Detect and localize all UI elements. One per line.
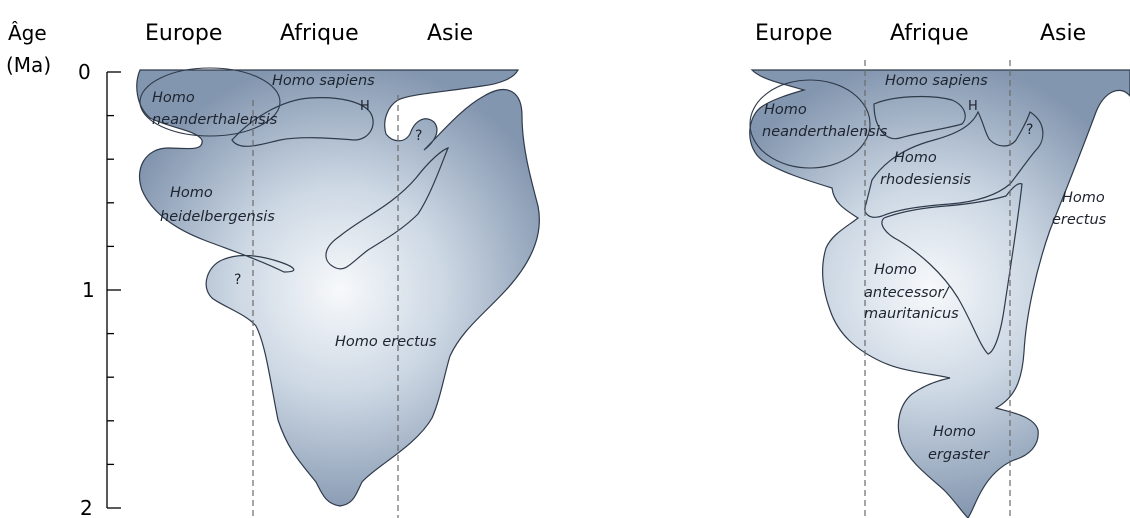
left-marker-h: H — [360, 99, 370, 114]
left-marker-q-europe: ? — [234, 272, 241, 288]
right-label-erectus-1: Homo — [1062, 190, 1105, 206]
right-label-neanderthal-1: Homo — [764, 102, 807, 118]
left-label-neanderthal-2: neanderthalensis — [152, 112, 278, 128]
left-label-sapiens: Homo sapiens — [272, 73, 375, 89]
left-label-erectus: Homo erectus — [335, 334, 437, 350]
right-label-sapiens: Homo sapiens — [885, 73, 988, 89]
right-label-ergaster-2: ergaster — [928, 447, 990, 463]
left-marker-q-asie: ? — [415, 128, 422, 144]
right-marker-h: H — [968, 99, 978, 114]
region-label-asie-right: Asie — [1040, 21, 1086, 46]
tick-label-1: 1 — [82, 278, 95, 302]
region-label-europe-right: Europe — [755, 21, 832, 46]
region-label-europe: Europe — [145, 21, 222, 46]
axis-label-line1: Âge — [8, 21, 47, 45]
region-label-afrique-right: Afrique — [890, 21, 969, 46]
axis-ticks — [107, 72, 121, 508]
left-label-heidelberg-1: Homo — [170, 185, 213, 201]
right-label-antecessor-2: antecessor/ — [864, 285, 951, 301]
right-label-rhodesiensis-1: Homo — [894, 150, 937, 166]
right-label-neanderthal-2: neanderthalensis — [762, 124, 888, 140]
left-label-neanderthal-1: Homo — [152, 90, 195, 106]
region-label-asie: Asie — [427, 21, 473, 46]
left-label-heidelberg-2: heidelbergensis — [160, 209, 275, 225]
right-label-antecessor-3: mauritanicus — [864, 306, 959, 322]
right-label-rhodesiensis-2: rhodesiensis — [880, 172, 971, 188]
tick-label-2: 2 — [80, 496, 93, 518]
right-panel: Europe Afrique Asie Homo sapiens H Homo … — [750, 21, 1130, 518]
right-label-ergaster-1: Homo — [933, 424, 976, 440]
left-panel: Europe Afrique Asie Homo sapiens H Homo … — [137, 21, 540, 518]
right-label-antecessor-1: Homo — [874, 262, 917, 278]
age-axis: Âge (Ma) 0 1 2 — [6, 21, 121, 518]
tick-label-0: 0 — [78, 60, 91, 84]
axis-label-line2: (Ma) — [6, 53, 51, 77]
right-marker-q-asie: ? — [1026, 122, 1033, 138]
right-label-erectus-2: erectus — [1052, 212, 1107, 228]
region-label-afrique: Afrique — [280, 21, 359, 46]
